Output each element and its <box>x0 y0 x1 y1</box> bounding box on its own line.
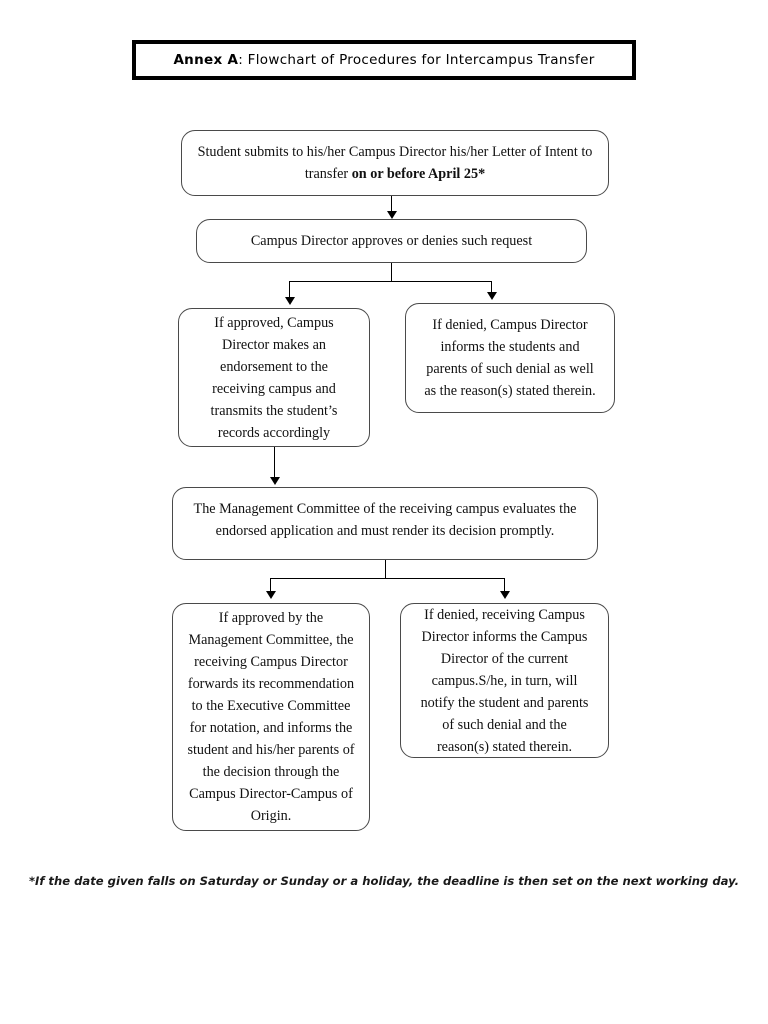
flow-node-director-decision: Campus Director approves or denies such … <box>196 219 587 263</box>
connector-n2-left-drop <box>289 281 290 300</box>
connector-n2-split-stem <box>391 263 392 281</box>
flow-node-manco-denied-text: If denied, receiving Campus Director inf… <box>420 606 589 755</box>
connector-n4-right-drop <box>504 578 505 594</box>
flow-node-manco-approved-text: If approved by the Management Committee,… <box>187 610 355 824</box>
connector-n1-n2-arrowhead <box>387 211 397 219</box>
connector-n1-n2-line <box>391 196 392 214</box>
n1-line1: Student submits to his/her Campus Direct… <box>197 144 593 160</box>
flow-node-denied-notify-text: If denied, Campus Director informs the s… <box>424 317 596 399</box>
flow-node-student-submits: Student submits to his/her Campus Direct… <box>181 130 609 196</box>
connector-n3a-n4-line <box>274 447 275 480</box>
flow-node-denied-notify: If denied, Campus Director informs the s… <box>405 303 615 413</box>
connector-n2-left-arrowhead <box>285 297 295 305</box>
footnote-text: *If the date given falls on Saturday or … <box>28 874 740 888</box>
connector-n4-split-bar <box>270 578 505 579</box>
page-title-prefix: Annex A <box>173 52 239 68</box>
n1-deadline-emphasis: on or before April 25* <box>351 166 486 182</box>
annex-title-box: Annex A: Flowchart of Procedures for Int… <box>132 40 636 80</box>
connector-n2-right-arrowhead <box>487 292 497 300</box>
connector-n3a-n4-arrowhead <box>270 477 280 485</box>
flow-node-manco-evaluates-text: The Management Committee of the receivin… <box>193 501 577 539</box>
connector-n4-right-arrowhead <box>500 591 510 599</box>
flow-node-manco-denied: If denied, receiving Campus Director inf… <box>400 603 609 758</box>
flow-node-approved-endorsement-text: If approved, Campus Director makes an en… <box>210 314 338 441</box>
connector-n2-right-drop <box>491 281 492 295</box>
page-title-rest: : Flowchart of Procedures for Intercampu… <box>238 52 595 68</box>
flow-node-approved-endorsement: If approved, Campus Director makes an en… <box>178 308 370 447</box>
connector-n4-split-stem <box>385 560 386 578</box>
flow-node-manco-approved: If approved by the Management Committee,… <box>172 603 370 831</box>
flow-node-student-submits-text: Student submits to his/her Campus Direct… <box>196 141 594 185</box>
connector-n4-left-drop <box>270 578 271 594</box>
page-title: Annex A: Flowchart of Procedures for Int… <box>173 52 594 68</box>
connector-n4-left-arrowhead <box>266 591 276 599</box>
n1-line2-plain: transfer <box>304 166 352 182</box>
flow-node-director-decision-text: Campus Director approves or denies such … <box>250 233 533 249</box>
flow-node-manco-evaluates: The Management Committee of the receivin… <box>172 487 598 560</box>
connector-n2-split-bar <box>289 281 492 282</box>
